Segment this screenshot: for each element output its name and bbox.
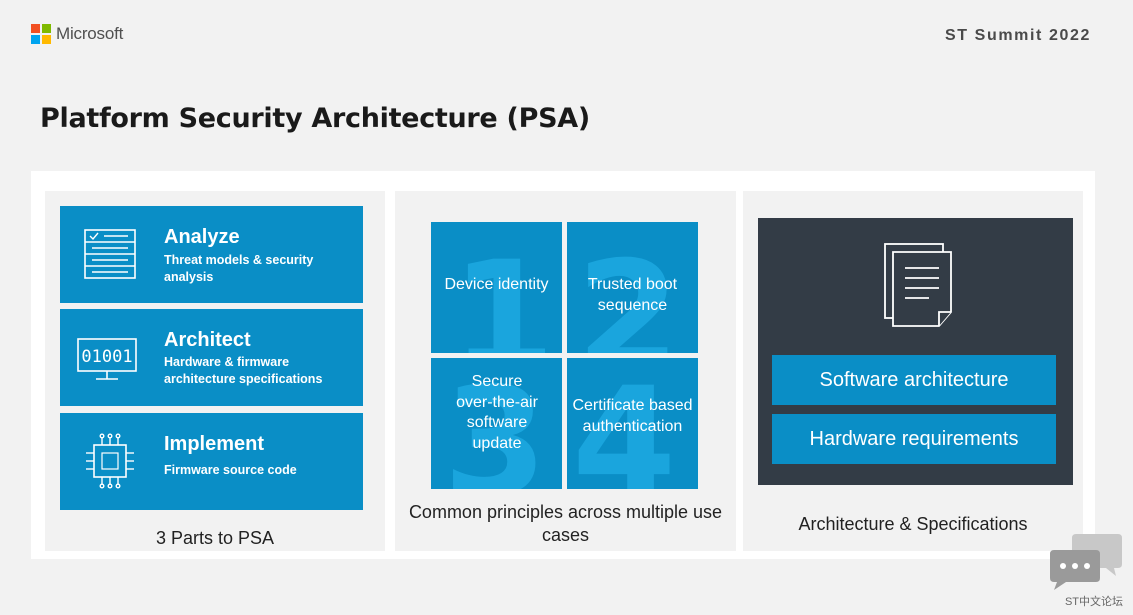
quadrant-label: Device identity xyxy=(444,276,549,293)
chat-bubbles-icon xyxy=(1050,534,1122,590)
specs-panel: Software architecture Hardware requireme… xyxy=(743,191,1083,551)
specs-caption: Architecture & Specifications xyxy=(798,514,1028,534)
logo-square xyxy=(42,24,51,33)
parts-caption: 3 Parts to PSA xyxy=(155,528,275,548)
chip-icon xyxy=(86,433,134,489)
documents-icon xyxy=(884,243,952,327)
logo-square xyxy=(31,35,40,44)
quadrant-number: 3 xyxy=(443,358,548,489)
principles-panel: 1 Device identity 2 Trusted boot sequenc… xyxy=(395,191,736,551)
event-name: ST Summit 2022 xyxy=(944,27,1091,44)
card-analyze: Analyze Threat models & security analysi… xyxy=(60,206,363,303)
quadrant-label: Secure over-the-air software update xyxy=(456,373,538,452)
slide-title: Platform Security Architecture (PSA) xyxy=(40,103,590,134)
card-implement: Implement Firmware source code xyxy=(60,413,363,510)
quadrant-number: 1 xyxy=(451,230,556,353)
checklist-icon xyxy=(84,229,136,279)
card-architect: 01001 Architect Hardware & firmware arch… xyxy=(60,309,363,406)
logo-square xyxy=(42,35,51,44)
binary-readout: 01001 xyxy=(81,347,132,367)
brand-name: Microsoft xyxy=(56,24,124,43)
quadrant-ota-update: 3 Secure over-the-air software update xyxy=(431,358,562,489)
quadrant-label: Certificate based authentication xyxy=(572,397,693,435)
software-architecture-button[interactable]: Software architecture xyxy=(772,355,1056,405)
parts-panel: Analyze Threat models & security analysi… xyxy=(45,191,385,551)
card-title: Analyze xyxy=(164,226,240,248)
quadrant-trusted-boot: 2 Trusted boot sequence xyxy=(567,222,698,353)
quadrant-number: 4 xyxy=(572,358,677,489)
logo-square xyxy=(31,24,40,33)
monitor-binary-icon: 01001 xyxy=(77,338,137,380)
card-title: Architect xyxy=(164,329,251,351)
microsoft-logo: Microsoft xyxy=(31,24,123,44)
windows-logo-icon xyxy=(31,24,51,44)
quadrant-device-identity: 1 Device identity xyxy=(431,222,562,353)
quadrant-label: Trusted boot sequence xyxy=(587,276,678,314)
card-title: Implement xyxy=(164,433,265,455)
card-subtitle: Hardware & firmware architecture specifi… xyxy=(164,355,323,386)
forum-label: ST中文论坛 xyxy=(1064,596,1123,608)
quadrant-number: 2 xyxy=(576,230,681,353)
card-subtitle: Threat models & security analysis xyxy=(164,253,314,284)
card-subtitle: Firmware source code xyxy=(164,463,297,477)
hardware-requirements-button[interactable]: Hardware requirements xyxy=(772,414,1056,464)
specs-box: Software architecture Hardware requireme… xyxy=(758,218,1073,485)
principles-caption: Common principles across multiple use ca… xyxy=(408,502,723,545)
quadrant-cert-auth: 4 Certificate based authentication xyxy=(567,358,698,489)
content-area: Analyze Threat models & security analysi… xyxy=(31,171,1095,559)
